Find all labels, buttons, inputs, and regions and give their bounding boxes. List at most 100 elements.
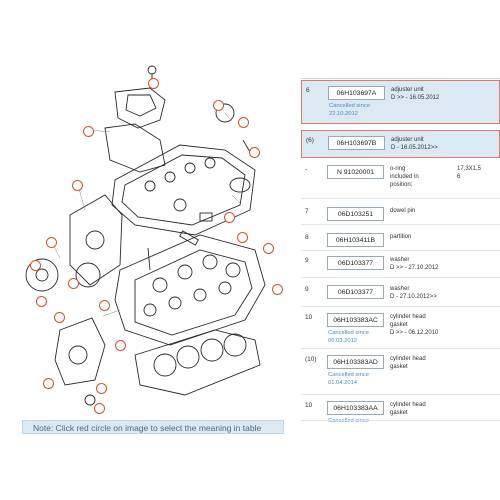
description-line: partition <box>390 234 412 240</box>
callout-10[interactable] <box>263 243 274 254</box>
part-description: partition <box>390 233 454 241</box>
row-position: (6) <box>306 137 314 144</box>
part-number[interactable]: 06D103251 <box>327 207 384 221</box>
row-position: 6 <box>306 87 310 94</box>
description-line: D >> - 06.12.2010 <box>390 330 439 336</box>
description-line: gasket <box>390 322 408 328</box>
table-row[interactable]: (6) 06H103697B adjuster unit D - 16.05.2012… <box>301 130 500 158</box>
description-line: washer <box>390 286 410 292</box>
callout-1[interactable] <box>148 78 159 89</box>
engine-exploded-diagram <box>25 65 266 406</box>
row-separator <box>301 394 500 395</box>
note-bar: Note: Click red circle on image to selec… <box>22 420 284 434</box>
part-number[interactable]: 06H103383AA <box>327 401 384 415</box>
table-row[interactable]: (10) 06H103383AD Cancelled since 01.04.2014… <box>301 350 500 394</box>
part-number[interactable]: 06D103377 <box>327 285 384 299</box>
description-line: washer <box>390 257 410 263</box>
callout-3[interactable] <box>238 117 249 128</box>
part-description: washer D >> - 27.10.2012 <box>390 256 454 272</box>
callout-17[interactable] <box>115 340 126 351</box>
part-number[interactable]: N 91020001 <box>327 165 384 179</box>
part-number[interactable]: 06H103697B <box>328 136 385 150</box>
callout-5[interactable] <box>249 147 260 158</box>
description-line: cylinder head <box>390 314 426 320</box>
table-row[interactable]: 7 06D103251 dowel pin <box>301 202 500 224</box>
part-description: cylinder head gasket <box>390 401 454 417</box>
row-position: 7 <box>305 208 309 215</box>
part-description: adjuster unit D >> - 16.05.2012 <box>391 86 455 102</box>
callout-16[interactable] <box>54 312 65 323</box>
cancelled-since-text: Cancelled since <box>328 418 369 424</box>
callout-12[interactable] <box>68 278 79 289</box>
row-separator <box>301 420 500 421</box>
callout-19[interactable] <box>96 383 107 394</box>
description-line: adjuster unit <box>391 87 424 93</box>
row-separator <box>301 348 500 349</box>
part-number[interactable]: 06H103411B <box>327 233 384 247</box>
part-number[interactable]: 06H103383AD <box>327 355 384 369</box>
callout-11[interactable] <box>30 260 41 271</box>
description-line: cylinder head <box>390 356 426 362</box>
description-line: cylinder head <box>390 402 426 408</box>
part-description: o-ring included in position; <box>390 165 454 189</box>
table-row[interactable]: 6 06H103697A Cancelled since 22.10.2012 adju… <box>301 80 500 124</box>
row-separator <box>301 224 500 225</box>
description-line: D - 16.05.2012>> <box>391 145 438 151</box>
part-number[interactable]: 06H103697A <box>328 86 385 100</box>
row-position: 10 <box>305 402 313 409</box>
description-line: adjuster unit <box>391 137 424 143</box>
cancelled-since-text: Cancelled since <box>328 330 369 336</box>
cancelled-since-text: 01.04.2014 <box>328 380 358 386</box>
part-number[interactable]: 06H103383AC <box>327 313 384 327</box>
part-description: cylinder head gasket <box>390 355 454 371</box>
callout-9[interactable] <box>46 237 57 248</box>
callout-7[interactable] <box>224 212 235 223</box>
callout-15[interactable] <box>99 300 110 311</box>
callout-6[interactable] <box>72 180 83 191</box>
part-description: washer D - 27.10.2012>> <box>390 285 454 301</box>
cancelled-since-text: Cancelled since <box>329 103 370 109</box>
cancelled-since-text: 22.10.2012 <box>329 111 359 117</box>
row-position: (10) <box>305 356 317 363</box>
table-row[interactable]: 8 06H103411B partition <box>301 228 500 250</box>
row-separator <box>301 198 500 199</box>
table-row[interactable]: 9 06D103377 washer D - 27.10.2012>> <box>301 280 500 306</box>
callout-18[interactable] <box>43 378 54 389</box>
part-description: cylinder head gasket D >> - 06.12.2010 <box>390 313 454 337</box>
description-line: D - 27.10.2012>> <box>390 294 437 300</box>
table-row[interactable]: - N 91020001 o-ring included in position; 17,… <box>301 160 500 198</box>
part-number[interactable]: 06D103377 <box>327 256 384 270</box>
part-description: dowel pin <box>390 207 454 215</box>
callout-4[interactable] <box>83 126 94 137</box>
row-position: 10 <box>305 314 313 321</box>
table-row[interactable]: 10 06H103383AC Cancelled since 06.03.2012 cy… <box>301 308 500 348</box>
quantity-line: 17,3X1,5 <box>457 166 482 172</box>
description-line: dowel pin <box>390 208 416 214</box>
description-line: o-ring <box>390 166 406 172</box>
description-line: position; <box>390 182 413 188</box>
cancelled-since-text: 06.03.2012 <box>328 338 358 344</box>
description-line: gasket <box>390 410 408 416</box>
quantity-line: 6 <box>457 174 461 180</box>
description-line: D >> - 16.05.2012 <box>391 95 440 101</box>
row-position: 9 <box>305 286 309 293</box>
row-position: 9 <box>305 257 309 264</box>
callout-14[interactable] <box>36 296 47 307</box>
row-position: 8 <box>305 234 309 241</box>
callout-13[interactable] <box>272 284 283 295</box>
row-separator <box>301 250 500 251</box>
row-separator <box>301 277 500 278</box>
callout-20[interactable] <box>94 403 105 414</box>
table-row[interactable]: 9 06D103377 washer D >> - 27.10.2012 <box>301 251 500 277</box>
table-row[interactable]: 10 06H103383AA Cancelled since cylinder hea… <box>301 396 500 424</box>
cancelled-since-text: Cancelled since <box>328 372 369 378</box>
description-line: included in <box>390 174 419 180</box>
part-description: adjuster unit D - 16.05.2012>> <box>391 136 455 152</box>
row-position: - <box>305 166 308 173</box>
callout-8[interactable] <box>237 232 248 243</box>
description-line: D >> - 27.10.2012 <box>390 265 439 271</box>
callout-2[interactable] <box>213 100 224 111</box>
table-top-border <box>301 78 500 79</box>
description-line: gasket <box>390 364 408 370</box>
row-separator <box>301 306 500 307</box>
